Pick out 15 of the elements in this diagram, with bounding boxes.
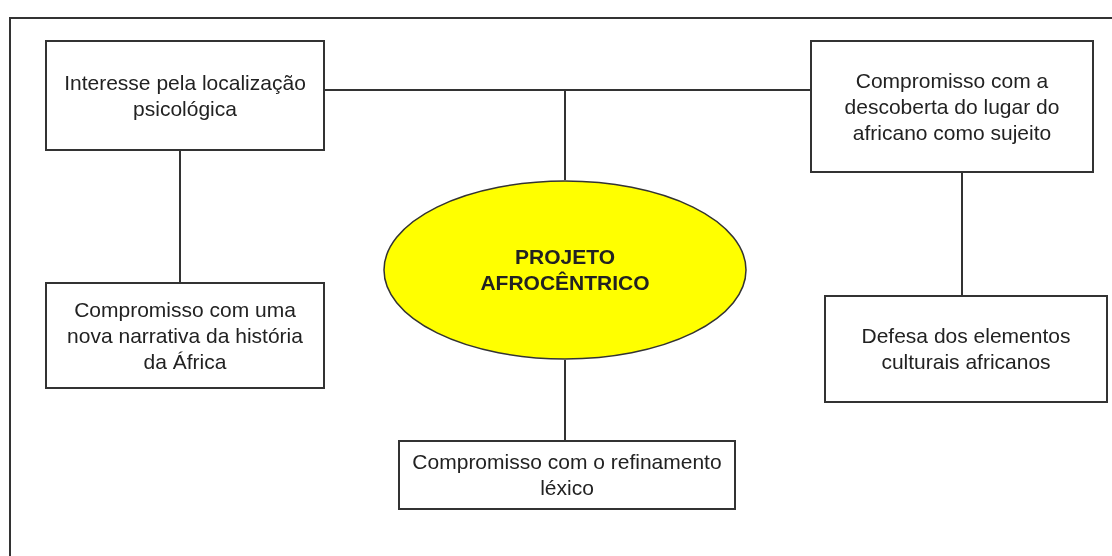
box-text: Compromisso com o refinamento léxico: [411, 449, 723, 501]
text-box: [810, 40, 1094, 173]
connector-line: [564, 89, 811, 181]
text-box: [824, 295, 1108, 403]
box-text: Defesa dos elementos culturais africanos: [860, 323, 1072, 375]
text-box: [45, 282, 325, 389]
text-box: [45, 40, 325, 151]
box-text: Compromisso com uma nova narrativa da história da África: [66, 296, 304, 375]
connector-line: [961, 172, 963, 296]
text-box: [398, 440, 736, 510]
central-title: PROJETO AFROCÊNTRICO: [479, 244, 651, 296]
connector-line: [179, 150, 181, 283]
box-text: Compromisso com a descoberta do lugar do africano como sujeito: [843, 67, 1061, 146]
connector-line: [564, 359, 566, 441]
box-text: Interesse pela localização psicológica: [63, 69, 307, 122]
